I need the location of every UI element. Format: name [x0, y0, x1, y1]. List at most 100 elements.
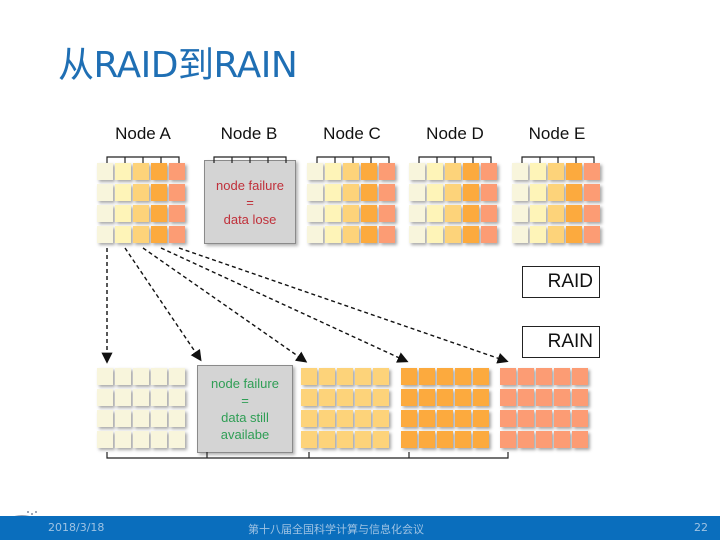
- data-block: [566, 205, 582, 222]
- data-block: [481, 184, 497, 201]
- data-block: [319, 368, 335, 385]
- data-block: [584, 226, 600, 243]
- data-block: [373, 431, 389, 448]
- data-block: [554, 389, 570, 406]
- data-block: [530, 205, 546, 222]
- data-block: [518, 368, 534, 385]
- data-block: [361, 184, 377, 201]
- data-block: [343, 163, 359, 180]
- data-block: [437, 410, 453, 427]
- data-block: [584, 163, 600, 180]
- rain-node-d-grid: [401, 368, 493, 452]
- data-block: [373, 410, 389, 427]
- data-block: [325, 163, 341, 180]
- data-block: [361, 226, 377, 243]
- footer-bar: 2018/3/18 第十八届全国科学计算与信息化会议 22: [0, 516, 720, 540]
- failure-line-3: data still: [221, 410, 269, 425]
- page-number: 22: [694, 521, 708, 534]
- data-block: [115, 163, 131, 180]
- data-block: [419, 389, 435, 406]
- data-block: [301, 389, 317, 406]
- data-block: [409, 184, 425, 201]
- data-block: [169, 431, 185, 448]
- data-block: [530, 184, 546, 201]
- footer-date: 2018/3/18: [48, 521, 105, 534]
- data-block: [151, 431, 167, 448]
- data-block: [325, 184, 341, 201]
- data-block: [572, 389, 588, 406]
- data-block: [401, 431, 417, 448]
- data-block: [133, 431, 149, 448]
- data-block: [97, 184, 113, 201]
- data-block: [427, 205, 443, 222]
- data-block: [566, 226, 582, 243]
- data-block: [169, 205, 185, 222]
- raid-label-box: RAID: [522, 266, 600, 298]
- data-block: [169, 389, 185, 406]
- rain-node-c-grid: [301, 368, 393, 452]
- data-block: [169, 184, 185, 201]
- data-block: [481, 163, 497, 180]
- data-block: [151, 389, 167, 406]
- dashed-arrow-3: [142, 247, 308, 363]
- data-block: [133, 410, 149, 427]
- data-block: [115, 431, 131, 448]
- data-block: [401, 389, 417, 406]
- data-block: [512, 205, 528, 222]
- data-block: [445, 184, 461, 201]
- data-block: [169, 368, 185, 385]
- data-block: [530, 226, 546, 243]
- data-block: [151, 163, 167, 180]
- data-block: [584, 184, 600, 201]
- rain-node-b-failure-box: node failure = data still availabe: [197, 365, 293, 453]
- data-block: [572, 410, 588, 427]
- raid-node-d-grid: [409, 163, 501, 247]
- data-block: [500, 368, 516, 385]
- bottom-bracket: [106, 452, 509, 459]
- data-block: [379, 205, 395, 222]
- data-block: [97, 226, 113, 243]
- data-block: [115, 226, 131, 243]
- data-block: [445, 205, 461, 222]
- data-block: [115, 368, 131, 385]
- data-block: [133, 226, 149, 243]
- data-block: [133, 184, 149, 201]
- data-block: [337, 389, 353, 406]
- data-block: [554, 368, 570, 385]
- data-block: [512, 226, 528, 243]
- data-block: [343, 226, 359, 243]
- data-block: [337, 410, 353, 427]
- data-block: [584, 205, 600, 222]
- data-block: [427, 226, 443, 243]
- dashed-arrow-4: [160, 247, 409, 363]
- data-block: [307, 163, 323, 180]
- data-block: [151, 368, 167, 385]
- data-block: [473, 368, 489, 385]
- data-block: [427, 184, 443, 201]
- data-block: [373, 389, 389, 406]
- data-block: [355, 389, 371, 406]
- data-block: [419, 431, 435, 448]
- failure-line-1: node failure: [216, 177, 284, 193]
- data-block: [355, 410, 371, 427]
- data-block: [97, 431, 113, 448]
- data-block: [319, 431, 335, 448]
- node-label-b: Node B: [220, 124, 278, 143]
- dashed-arrow-5: [178, 247, 509, 364]
- data-block: [512, 184, 528, 201]
- data-block: [379, 184, 395, 201]
- data-block: [566, 163, 582, 180]
- data-block: [437, 389, 453, 406]
- data-block: [307, 184, 323, 201]
- data-block: [151, 226, 167, 243]
- data-block: [518, 389, 534, 406]
- data-block: [536, 389, 552, 406]
- data-block: [437, 431, 453, 448]
- data-block: [133, 205, 149, 222]
- data-block: [133, 163, 149, 180]
- node-label-c: Node C: [323, 124, 381, 143]
- failure-line-2: =: [246, 194, 254, 210]
- data-block: [455, 431, 471, 448]
- data-block: [518, 431, 534, 448]
- data-block: [536, 368, 552, 385]
